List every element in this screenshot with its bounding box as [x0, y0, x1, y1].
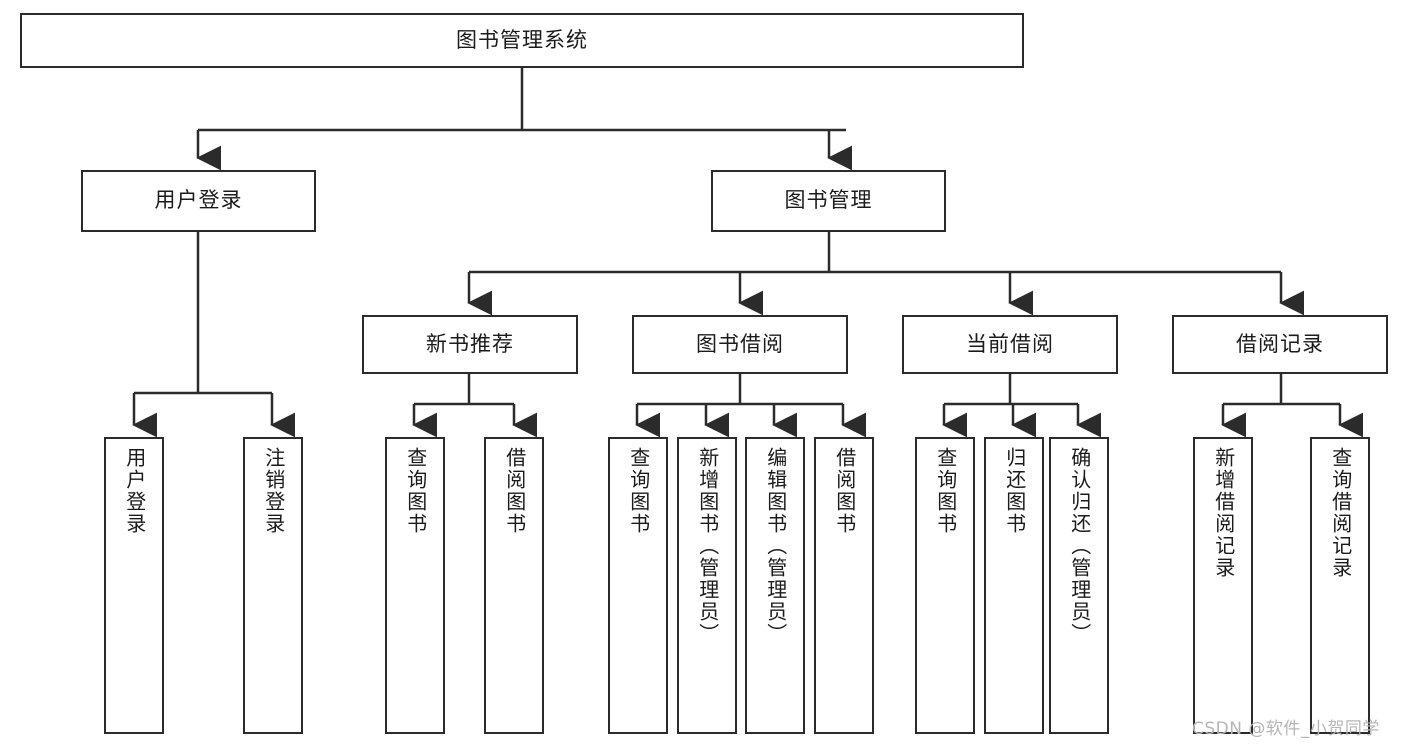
node-borrow-record[interactable]: 借阅记录 [1172, 315, 1388, 374]
node-leaf-add-record-label: 新增借阅记录 [1211, 447, 1236, 579]
node-current-borrow[interactable]: 当前借阅 [902, 315, 1118, 374]
edge-currentborrow-to-leaves [942, 374, 1102, 438]
node-new-book-recommend[interactable]: 新书推荐 [362, 315, 578, 374]
node-leaf-query-book-2-label: 查询图书 [626, 447, 651, 535]
node-root[interactable]: 图书管理系统 [20, 13, 1024, 68]
node-new-book-recommend-label: 新书推荐 [426, 331, 514, 356]
node-leaf-add-book-label: 新增图书（管理员） [695, 447, 720, 645]
node-leaf-return-book-label: 归还图书 [1002, 447, 1027, 535]
node-book-borrow-label: 图书借阅 [696, 331, 784, 356]
node-leaf-borrow-book-2[interactable]: 借阅图书 [814, 437, 874, 734]
node-leaf-edit-book[interactable]: 编辑图书（管理员） [745, 437, 805, 734]
node-leaf-user-logout[interactable]: 注销登录 [243, 437, 303, 734]
node-book-borrow[interactable]: 图书借阅 [632, 315, 848, 374]
node-leaf-add-record[interactable]: 新增借阅记录 [1193, 437, 1253, 734]
edge-userlogin-to-leaves [132, 232, 296, 438]
edge-bookborrow-to-leaves [635, 374, 867, 438]
edge-bookmanage-to-level2 [467, 232, 1305, 316]
node-book-manage[interactable]: 图书管理 [711, 170, 946, 232]
node-leaf-borrow-book-1[interactable]: 借阅图书 [484, 437, 544, 734]
node-leaf-borrow-book-2-label: 借阅图书 [832, 447, 857, 535]
node-leaf-query-book-3[interactable]: 查询图书 [915, 437, 975, 734]
node-leaf-add-book[interactable]: 新增图书（管理员） [677, 437, 737, 734]
node-borrow-record-label: 借阅记录 [1236, 331, 1324, 356]
node-user-login-label: 用户登录 [154, 188, 243, 213]
node-leaf-query-record-label: 查询借阅记录 [1328, 447, 1353, 579]
node-root-label: 图书管理系统 [456, 27, 588, 52]
node-leaf-query-record[interactable]: 查询借阅记录 [1310, 437, 1370, 734]
edge-newbook-to-leaves [412, 374, 538, 438]
node-leaf-borrow-book-1-label: 借阅图书 [502, 447, 527, 535]
node-current-borrow-label: 当前借阅 [966, 331, 1054, 356]
node-leaf-confirm-return-label: 确认归还（管理员） [1067, 447, 1092, 645]
node-leaf-confirm-return[interactable]: 确认归还（管理员） [1049, 437, 1109, 734]
node-leaf-return-book[interactable]: 归还图书 [984, 437, 1044, 734]
node-user-login[interactable]: 用户登录 [81, 170, 316, 232]
node-leaf-user-login[interactable]: 用户登录 [104, 437, 164, 734]
node-leaf-query-book-3-label: 查询图书 [933, 447, 958, 535]
node-leaf-user-logout-label: 注销登录 [261, 447, 286, 535]
node-leaf-edit-book-label: 编辑图书（管理员） [763, 447, 788, 645]
node-book-manage-label: 图书管理 [784, 188, 873, 213]
edge-borrowrecord-to-leaves [1221, 374, 1364, 438]
node-leaf-query-book-2[interactable]: 查询图书 [608, 437, 668, 734]
node-leaf-query-book-1-label: 查询图书 [403, 447, 428, 535]
node-leaf-query-book-1[interactable]: 查询图书 [385, 437, 445, 734]
edge-root-to-level1 [196, 68, 853, 171]
watermark-text: CSDN @软件_小贺同学 [1192, 719, 1380, 739]
node-leaf-user-login-label: 用户登录 [122, 447, 147, 535]
